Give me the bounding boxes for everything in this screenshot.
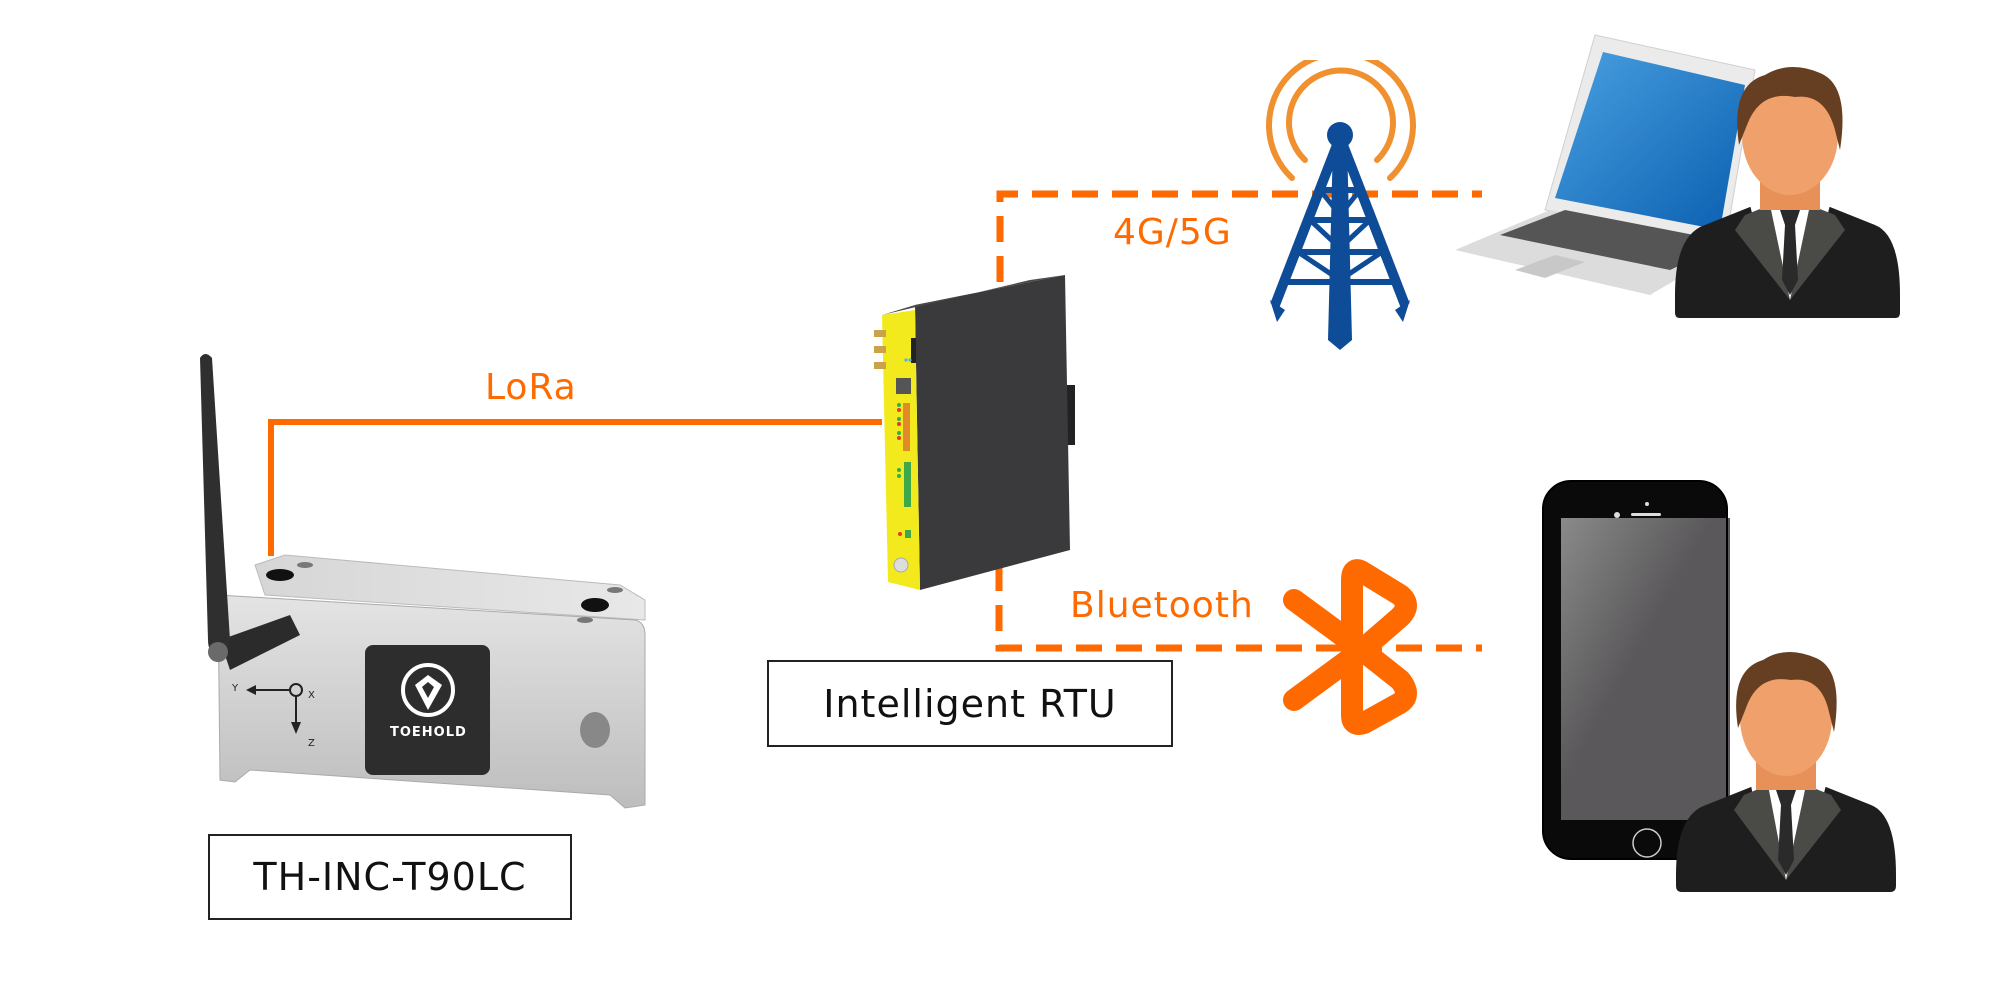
- sensor-brand-text: TOEHOLD: [390, 725, 467, 740]
- bluetooth-icon: [1283, 559, 1417, 735]
- sensor-label-text: TH-INC-T90LC: [253, 855, 527, 899]
- lora-link-line: [268, 419, 882, 556]
- bluetooth-link-line: [995, 565, 1482, 652]
- axis-x-label: X: [308, 690, 315, 701]
- cellular-link-label: 4G/5G: [1113, 212, 1232, 253]
- sensor-label-box: TH-INC-T90LC: [208, 834, 572, 920]
- laptop-icon: [1455, 34, 1756, 295]
- rtu-label-text: Intelligent RTU: [823, 681, 1117, 726]
- rtu-label-box: Intelligent RTU: [767, 660, 1173, 747]
- axis-z-label: Z: [308, 738, 315, 749]
- rtu-device: [874, 275, 1075, 590]
- axis-y-label: Y: [232, 683, 239, 694]
- laptop-user-avatar: [1675, 66, 1900, 318]
- bluetooth-link-label: Bluetooth: [1070, 585, 1254, 626]
- cell-tower-icon: [1266, 60, 1416, 350]
- lora-link-label: LoRa: [485, 367, 577, 408]
- phone-user-avatar: [1676, 651, 1896, 892]
- smartphone-icon: [1542, 480, 1730, 860]
- sensor-device: [200, 354, 646, 809]
